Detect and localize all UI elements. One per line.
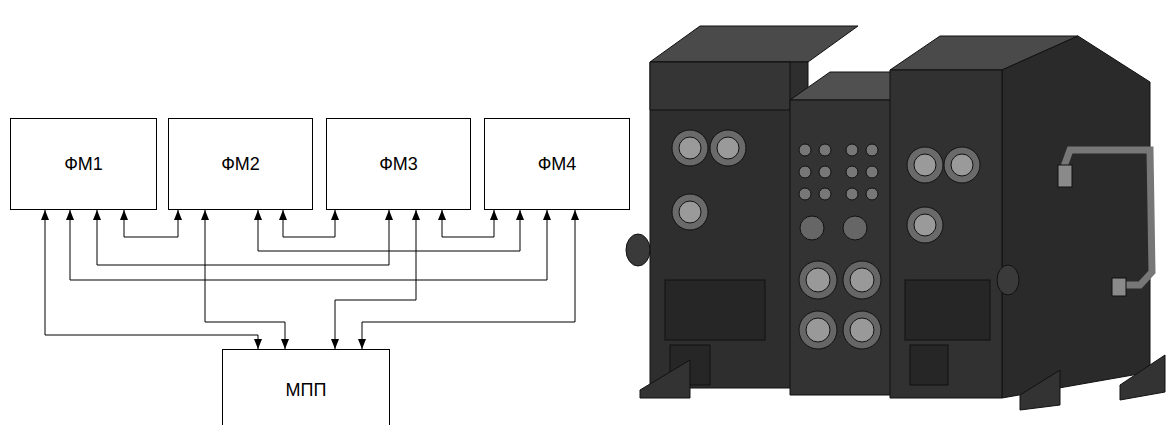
module-label: МПП bbox=[286, 380, 327, 401]
module-label: ФМ4 bbox=[538, 154, 577, 175]
module-label: ФМ3 bbox=[379, 154, 418, 175]
module-box: ФМ3 bbox=[326, 118, 471, 210]
signal-link bbox=[442, 210, 494, 237]
signal-link bbox=[335, 210, 416, 349]
module-box: ФМ1 bbox=[10, 118, 157, 210]
module-label: ФМ1 bbox=[64, 154, 103, 175]
module-box: ФМ2 bbox=[168, 118, 313, 210]
signal-link bbox=[362, 210, 575, 349]
signal-link bbox=[205, 210, 285, 349]
module-box: ФМ4 bbox=[484, 118, 630, 210]
module-label: ФМ2 bbox=[221, 154, 260, 175]
module-box: МПП bbox=[222, 349, 390, 425]
signal-link bbox=[124, 210, 178, 237]
signal-link bbox=[45, 210, 258, 349]
signal-link bbox=[283, 210, 335, 237]
signal-link bbox=[70, 210, 547, 280]
signal-link bbox=[97, 210, 389, 265]
